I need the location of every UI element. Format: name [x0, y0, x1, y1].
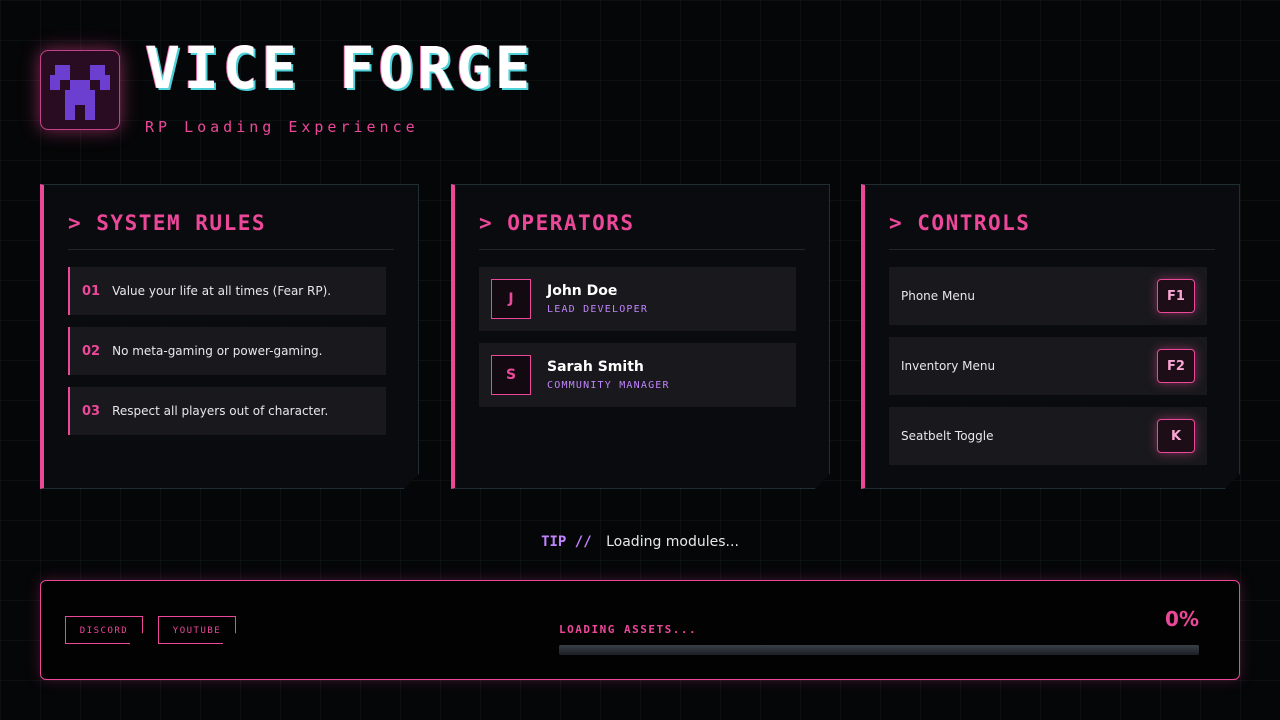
operator-role: COMMUNITY MANAGER [547, 380, 670, 391]
rule-item: 03 Respect all players out of character. [68, 387, 386, 435]
rule-item: 02 No meta-gaming or power-gaming. [68, 327, 386, 375]
youtube-link[interactable]: YOUTUBE [158, 616, 236, 644]
operators-panel: > OPERATORS J John Doe LEAD DEVELOPER S … [451, 184, 830, 489]
rule-text: No meta-gaming or power-gaming. [112, 344, 323, 358]
loading-tip: TIP // Loading modules... [0, 534, 1280, 550]
divider [889, 249, 1215, 250]
system-rules-panel: > SYSTEM RULES 01 Value your life at all… [40, 184, 419, 489]
divider [479, 249, 805, 250]
rule-number: 02 [82, 343, 101, 359]
operator-name: John Doe [547, 283, 618, 299]
panel-title: > CONTROLS [889, 211, 1031, 235]
operator-card: S Sarah Smith COMMUNITY MANAGER [479, 343, 796, 407]
divider [68, 249, 394, 250]
key-badge: F1 [1157, 279, 1195, 313]
panel-title: > SYSTEM RULES [68, 211, 267, 235]
controls-panel: > CONTROLS Phone Menu F1 Inventory Menu … [861, 184, 1240, 489]
operator-card: J John Doe LEAD DEVELOPER [479, 267, 796, 331]
rule-item: 01 Value your life at all times (Fear RP… [68, 267, 386, 315]
panel-title: > OPERATORS [479, 211, 635, 235]
discord-link[interactable]: DISCORD [65, 616, 143, 644]
control-label: Seatbelt Toggle [901, 429, 994, 443]
rule-number: 01 [82, 283, 101, 299]
key-badge: K [1157, 419, 1195, 453]
logo [40, 50, 120, 130]
tip-text: Loading modules... [606, 534, 739, 550]
rule-text: Value your life at all times (Fear RP). [112, 284, 332, 298]
loading-label: LOADING ASSETS... [559, 623, 698, 636]
control-row: Seatbelt Toggle K [889, 407, 1207, 465]
progress-bar [559, 645, 1199, 655]
page-subtitle: RP Loading Experience [145, 118, 419, 136]
operator-role: LEAD DEVELOPER [547, 304, 649, 315]
avatar: S [491, 355, 531, 395]
rule-text: Respect all players out of character. [112, 404, 329, 418]
loading-percent: 0% [1165, 607, 1199, 631]
avatar: J [491, 279, 531, 319]
control-row: Phone Menu F1 [889, 267, 1207, 325]
footer-bar: DISCORD YOUTUBE LOADING ASSETS... 0% [40, 580, 1240, 680]
pixel-creeper-icon [50, 65, 110, 120]
operator-name: Sarah Smith [547, 359, 644, 375]
tip-label: TIP // [541, 534, 592, 550]
rule-number: 03 [82, 403, 101, 419]
page-title: VICE FORGE [145, 34, 535, 102]
control-row: Inventory Menu F2 [889, 337, 1207, 395]
control-label: Inventory Menu [901, 359, 996, 373]
key-badge: F2 [1157, 349, 1195, 383]
control-label: Phone Menu [901, 289, 975, 303]
